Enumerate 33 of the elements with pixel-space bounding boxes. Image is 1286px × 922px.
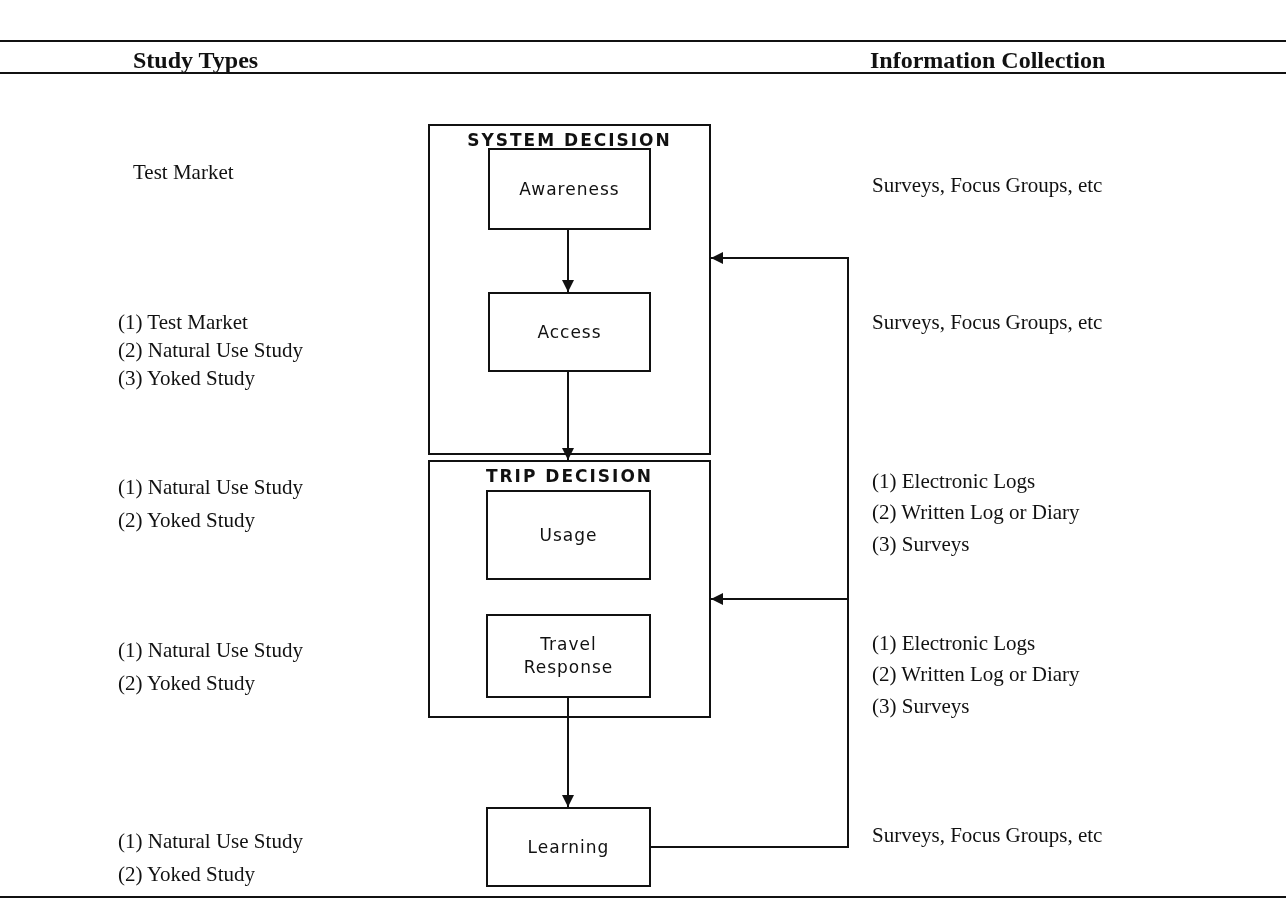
process-box: Travel Response <box>486 614 651 698</box>
list-item: (1) Electronic Logs <box>872 633 1036 654</box>
column-header: Study Types <box>133 48 259 72</box>
list-item: (3) Yoked Study <box>118 368 256 389</box>
list-item: (3) Surveys <box>872 534 970 555</box>
column-header: Information Collection <box>870 48 1106 72</box>
group-title: TRIP DECISION <box>484 466 655 486</box>
group-title: SYSTEM DECISION <box>466 130 673 150</box>
list-item: (2) Written Log or Diary <box>872 502 1080 523</box>
list-item: (2) Yoked Study <box>118 864 256 885</box>
list-item: (2) Written Log or Diary <box>872 664 1080 685</box>
list-item: Test Market <box>133 162 234 183</box>
list-item: (1) Test Market <box>118 312 248 333</box>
process-box: Access <box>488 292 651 372</box>
arrow <box>562 371 574 461</box>
list-item: (2) Yoked Study <box>118 510 256 531</box>
list-item: Surveys, Focus Groups, etc <box>872 175 1103 196</box>
group-box <box>428 460 711 718</box>
process-box: Usage <box>486 490 651 580</box>
list-item: (1) Natural Use Study <box>118 640 303 661</box>
list-item: (3) Surveys <box>872 696 970 717</box>
list-item: (2) Natural Use Study <box>118 340 303 361</box>
list-item: (1) Electronic Logs <box>872 471 1036 492</box>
process-box: Awareness <box>488 148 651 230</box>
arrow <box>562 697 574 808</box>
process-box: Learning <box>486 807 651 887</box>
group-box <box>428 124 711 455</box>
list-item: (1) Natural Use Study <box>118 831 303 852</box>
list-item: Surveys, Focus Groups, etc <box>872 825 1103 846</box>
list-item: Surveys, Focus Groups, etc <box>872 312 1103 333</box>
list-item: (2) Yoked Study <box>118 673 256 694</box>
arrow <box>562 229 574 293</box>
list-item: (1) Natural Use Study <box>118 477 303 498</box>
